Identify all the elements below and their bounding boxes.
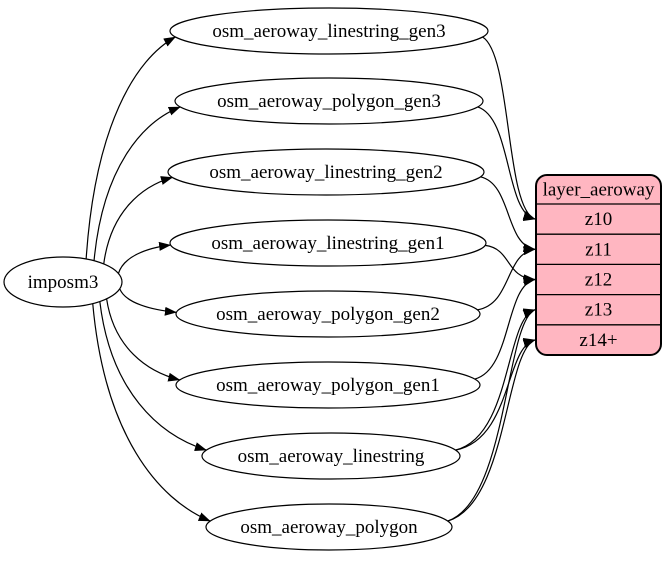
node-label-osm_aeroway_linestring: osm_aeroway_linestring (238, 446, 425, 467)
node-label-osm_aeroway_linestring_gen1: osm_aeroway_linestring_gen1 (211, 233, 444, 254)
node-osm_aeroway_polygon: osm_aeroway_polygon (205, 503, 453, 551)
node-ellipse-osm_aeroway_polygon_gen1 (175, 361, 481, 409)
edge-imposm3-to-osm_aeroway_polygon_gen3 (93, 106, 181, 261)
node-label-osm_aeroway_linestring_gen2: osm_aeroway_linestring_gen2 (209, 162, 442, 183)
edge-imposm3-to-osm_aeroway_linestring_gen1 (117, 241, 172, 274)
node-osm_aeroway_linestring: osm_aeroway_linestring (201, 432, 461, 480)
node-label-osm_aeroway_linestring_gen3: osm_aeroway_linestring_gen3 (212, 21, 445, 42)
edge-osm_aeroway_polygon_gen3-to-layer_aeroway:z10 (477, 106, 536, 221)
node-ellipse-osm_aeroway_polygon_gen2 (175, 290, 481, 338)
edge-imposm3-to-osm_aeroway_linestring_gen2 (103, 176, 173, 264)
node-label-osm_aeroway_polygon_gen2: osm_aeroway_polygon_gen2 (216, 304, 440, 325)
node-ellipse-osm_aeroway_polygon_gen3 (174, 77, 484, 125)
record-row-z10: z10 (585, 209, 612, 230)
edge-imposm3-to-osm_aeroway_polygon_gen1 (106, 298, 181, 382)
node-ellipse-osm_aeroway_linestring_gen1 (169, 219, 487, 267)
node-osm_aeroway_linestring_gen1: osm_aeroway_linestring_gen1 (169, 219, 487, 267)
node-ellipse-osm_aeroway_linestring_gen2 (167, 148, 485, 196)
node-label-imposm3: imposm3 (28, 272, 99, 293)
edge-osm_aeroway_polygon_gen2-to-layer_aeroway:z11 (477, 246, 536, 311)
node-layer_aeroway: layer_aeroway z10 z11 z12 z13 z14+ (535, 174, 662, 356)
node-osm_aeroway_polygon_gen3: osm_aeroway_polygon_gen3 (174, 77, 484, 125)
node-osm_aeroway_polygon_gen2: osm_aeroway_polygon_gen2 (175, 290, 481, 338)
edges-layer (85, 36, 536, 522)
edge-osm_aeroway_polygon-to-layer_aeroway:z13 (447, 309, 536, 522)
node-ellipse-osm_aeroway_linestring_gen3 (169, 7, 489, 55)
nodes-layer: imposm3 osm_aeroway_linestring_gen3 osm_ae… (3, 7, 662, 551)
node-osm_aeroway_linestring_gen2: osm_aeroway_linestring_gen2 (167, 148, 485, 196)
node-label-osm_aeroway_polygon: osm_aeroway_polygon (240, 517, 418, 538)
node-ellipse-osm_aeroway_polygon (205, 503, 453, 551)
node-label-osm_aeroway_polygon_gen1: osm_aeroway_polygon_gen1 (216, 375, 440, 396)
edge-osm_aeroway_polygon-to-layer_aeroway:z14+ (447, 339, 536, 522)
record-row-z11: z11 (585, 239, 612, 260)
edge-osm_aeroway_linestring-to-layer_aeroway:z14+ (455, 338, 536, 451)
edge-imposm3-to-osm_aeroway_linestring_gen3 (85, 36, 176, 260)
edge-imposm3-to-osm_aeroway_polygon_gen2 (119, 288, 177, 316)
edge-imposm3-to-osm_aeroway_polygon (92, 303, 211, 522)
node-osm_aeroway_polygon_gen1: osm_aeroway_polygon_gen1 (175, 361, 481, 409)
record-title-layer_aeroway: layer_aeroway (543, 180, 655, 201)
node-ellipse-osm_aeroway_linestring (201, 432, 461, 480)
edge-osm_aeroway_linestring_gen2-to-layer_aeroway:z11 (480, 176, 536, 253)
record-row-z14+: z14+ (579, 330, 617, 351)
edge-osm_aeroway_polygon_gen1-to-layer_aeroway:z12 (474, 277, 536, 380)
record-row-z13: z13 (585, 300, 612, 321)
node-ellipse-imposm3 (3, 256, 123, 308)
node-label-osm_aeroway_polygon_gen3: osm_aeroway_polygon_gen3 (217, 91, 441, 112)
edge-osm_aeroway_linestring_gen3-to-layer_aeroway:z10 (482, 36, 536, 220)
node-imposm3: imposm3 (3, 256, 123, 308)
edge-imposm3-to-osm_aeroway_linestring (99, 301, 207, 451)
record-row-z12: z12 (585, 270, 612, 291)
node-osm_aeroway_linestring_gen3: osm_aeroway_linestring_gen3 (169, 7, 489, 55)
